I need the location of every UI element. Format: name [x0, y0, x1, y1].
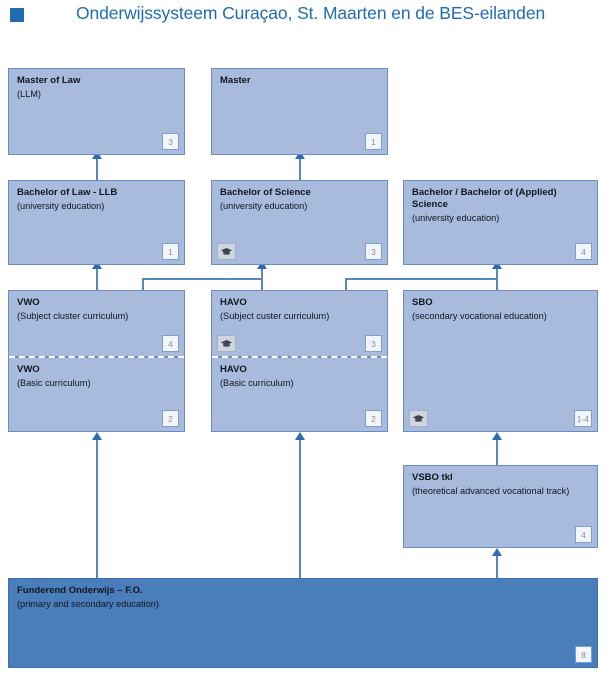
- node-master-of-law[interactable]: Master of Law (LLM) 3: [8, 68, 185, 155]
- node-title: VWO: [17, 364, 40, 375]
- node-bachelor-applied-science[interactable]: Bachelor / Bachelor of (Applied) Science…: [403, 180, 598, 265]
- connector-bachelor-science-to-master: [299, 155, 301, 180]
- node-title: Bachelor of Science: [220, 187, 311, 198]
- node-subtitle: (university education): [17, 201, 105, 211]
- level-badge: 3: [162, 133, 179, 150]
- node-funderend-onderwijs[interactable]: Funderend Onderwijs – F.O. (primary and …: [8, 578, 598, 668]
- page-header: Onderwijssysteem Curaçao, St. Maarten en…: [0, 0, 606, 58]
- node-title: HAVO: [220, 297, 247, 308]
- page-title: Onderwijssysteem Curaçao, St. Maarten en…: [76, 3, 546, 23]
- connector-havo-elbow-stub: [345, 278, 347, 290]
- arrowhead-vsbo: [492, 548, 502, 556]
- node-subtitle: (theoretical advanced vocational track): [412, 486, 570, 496]
- node-havo-subject-cluster[interactable]: HAVO (Subject custer curriculum) 3: [211, 290, 388, 357]
- node-subtitle: (LLM): [17, 89, 41, 99]
- node-sbo[interactable]: SBO (secondary vocational education) 1-4: [403, 290, 598, 432]
- level-badge: 2: [162, 410, 179, 427]
- level-badge: 4: [162, 335, 179, 352]
- node-subtitle: (university education): [412, 213, 500, 223]
- connector-vwo-elbow-horizontal: [142, 278, 262, 280]
- node-vwo-subject-cluster[interactable]: VWO (Subject cluster curriculum) 4: [8, 290, 185, 357]
- arrowhead-bachelor-law: [92, 261, 102, 269]
- connector-havo-elbow-horizontal: [345, 278, 497, 280]
- node-title: Master of Law: [17, 75, 81, 86]
- node-havo-basic[interactable]: HAVO (Basic curriculum) 2: [211, 356, 388, 432]
- node-subtitle: (Subject custer curriculum): [220, 311, 330, 321]
- arrowhead-bachelor-science: [257, 261, 267, 269]
- node-title: HAVO: [220, 364, 247, 375]
- arrowhead-bachelor-applied: [492, 261, 502, 269]
- node-vsbo-tkl[interactable]: VSBO tkl (theoretical advanced vocationa…: [403, 465, 598, 548]
- arrowhead-master-law: [92, 151, 102, 159]
- level-badge: 4: [575, 243, 592, 260]
- arrowhead-vwo: [92, 432, 102, 440]
- connector-sbo-to-bachelor-applied: [496, 265, 498, 290]
- node-subtitle: (Basic curriculum): [17, 378, 91, 388]
- connector-fo-to-vwo: [96, 440, 98, 578]
- connector-vwo-elbow-stub: [142, 278, 144, 290]
- node-subtitle: (Basic curriculum): [220, 378, 294, 388]
- connector-vwo-to-bachelor-law: [96, 265, 98, 290]
- node-title-line2: Science: [412, 199, 448, 210]
- node-bachelor-of-law-llb[interactable]: Bachelor of Law - LLB (university educat…: [8, 180, 185, 265]
- node-title: VWO: [17, 297, 40, 308]
- level-badge: 3: [365, 335, 382, 352]
- node-title: Funderend Onderwijs – F.O.: [17, 585, 143, 596]
- node-title: Bachelor / Bachelor of (Applied): [412, 187, 557, 198]
- graduation-cap-icon: [409, 410, 428, 427]
- node-title: Master: [220, 75, 251, 86]
- node-title: VSBO tkl: [412, 472, 453, 483]
- level-badge: 4: [575, 526, 592, 543]
- node-subtitle: (primary and secondary education): [17, 599, 159, 609]
- arrowhead-sbo: [492, 432, 502, 440]
- connector-fo-to-vsbo: [496, 556, 498, 578]
- level-badge: 1: [365, 133, 382, 150]
- level-badge: 1: [162, 243, 179, 260]
- node-vwo-basic[interactable]: VWO (Basic curriculum) 2: [8, 356, 185, 432]
- graduation-cap-icon: [217, 243, 236, 260]
- level-badge: 1-4: [573, 410, 592, 427]
- level-badge: 3: [365, 243, 382, 260]
- node-master[interactable]: Master 1: [211, 68, 388, 155]
- dashed-divider: [9, 356, 184, 358]
- node-title: Bachelor of Law - LLB: [17, 187, 118, 198]
- connector-bachelor-law-to-master-law: [96, 155, 98, 180]
- arrowhead-master: [295, 151, 305, 159]
- arrowhead-havo: [295, 432, 305, 440]
- connector-havo-to-bachelor-science: [261, 265, 263, 290]
- node-bachelor-of-science[interactable]: Bachelor of Science (university educatio…: [211, 180, 388, 265]
- connector-fo-to-havo: [299, 440, 301, 578]
- node-subtitle: (Subject cluster curriculum): [17, 311, 129, 321]
- node-subtitle: (secondary vocational education): [412, 311, 547, 321]
- dashed-divider: [212, 356, 387, 358]
- square-bullet-icon: [10, 8, 24, 22]
- node-subtitle: (university education): [220, 201, 308, 211]
- level-badge: 2: [365, 410, 382, 427]
- graduation-cap-icon: [217, 335, 236, 352]
- connector-vsbo-to-sbo: [496, 440, 498, 465]
- level-badge: 8: [575, 646, 592, 663]
- node-title: SBO: [412, 297, 433, 308]
